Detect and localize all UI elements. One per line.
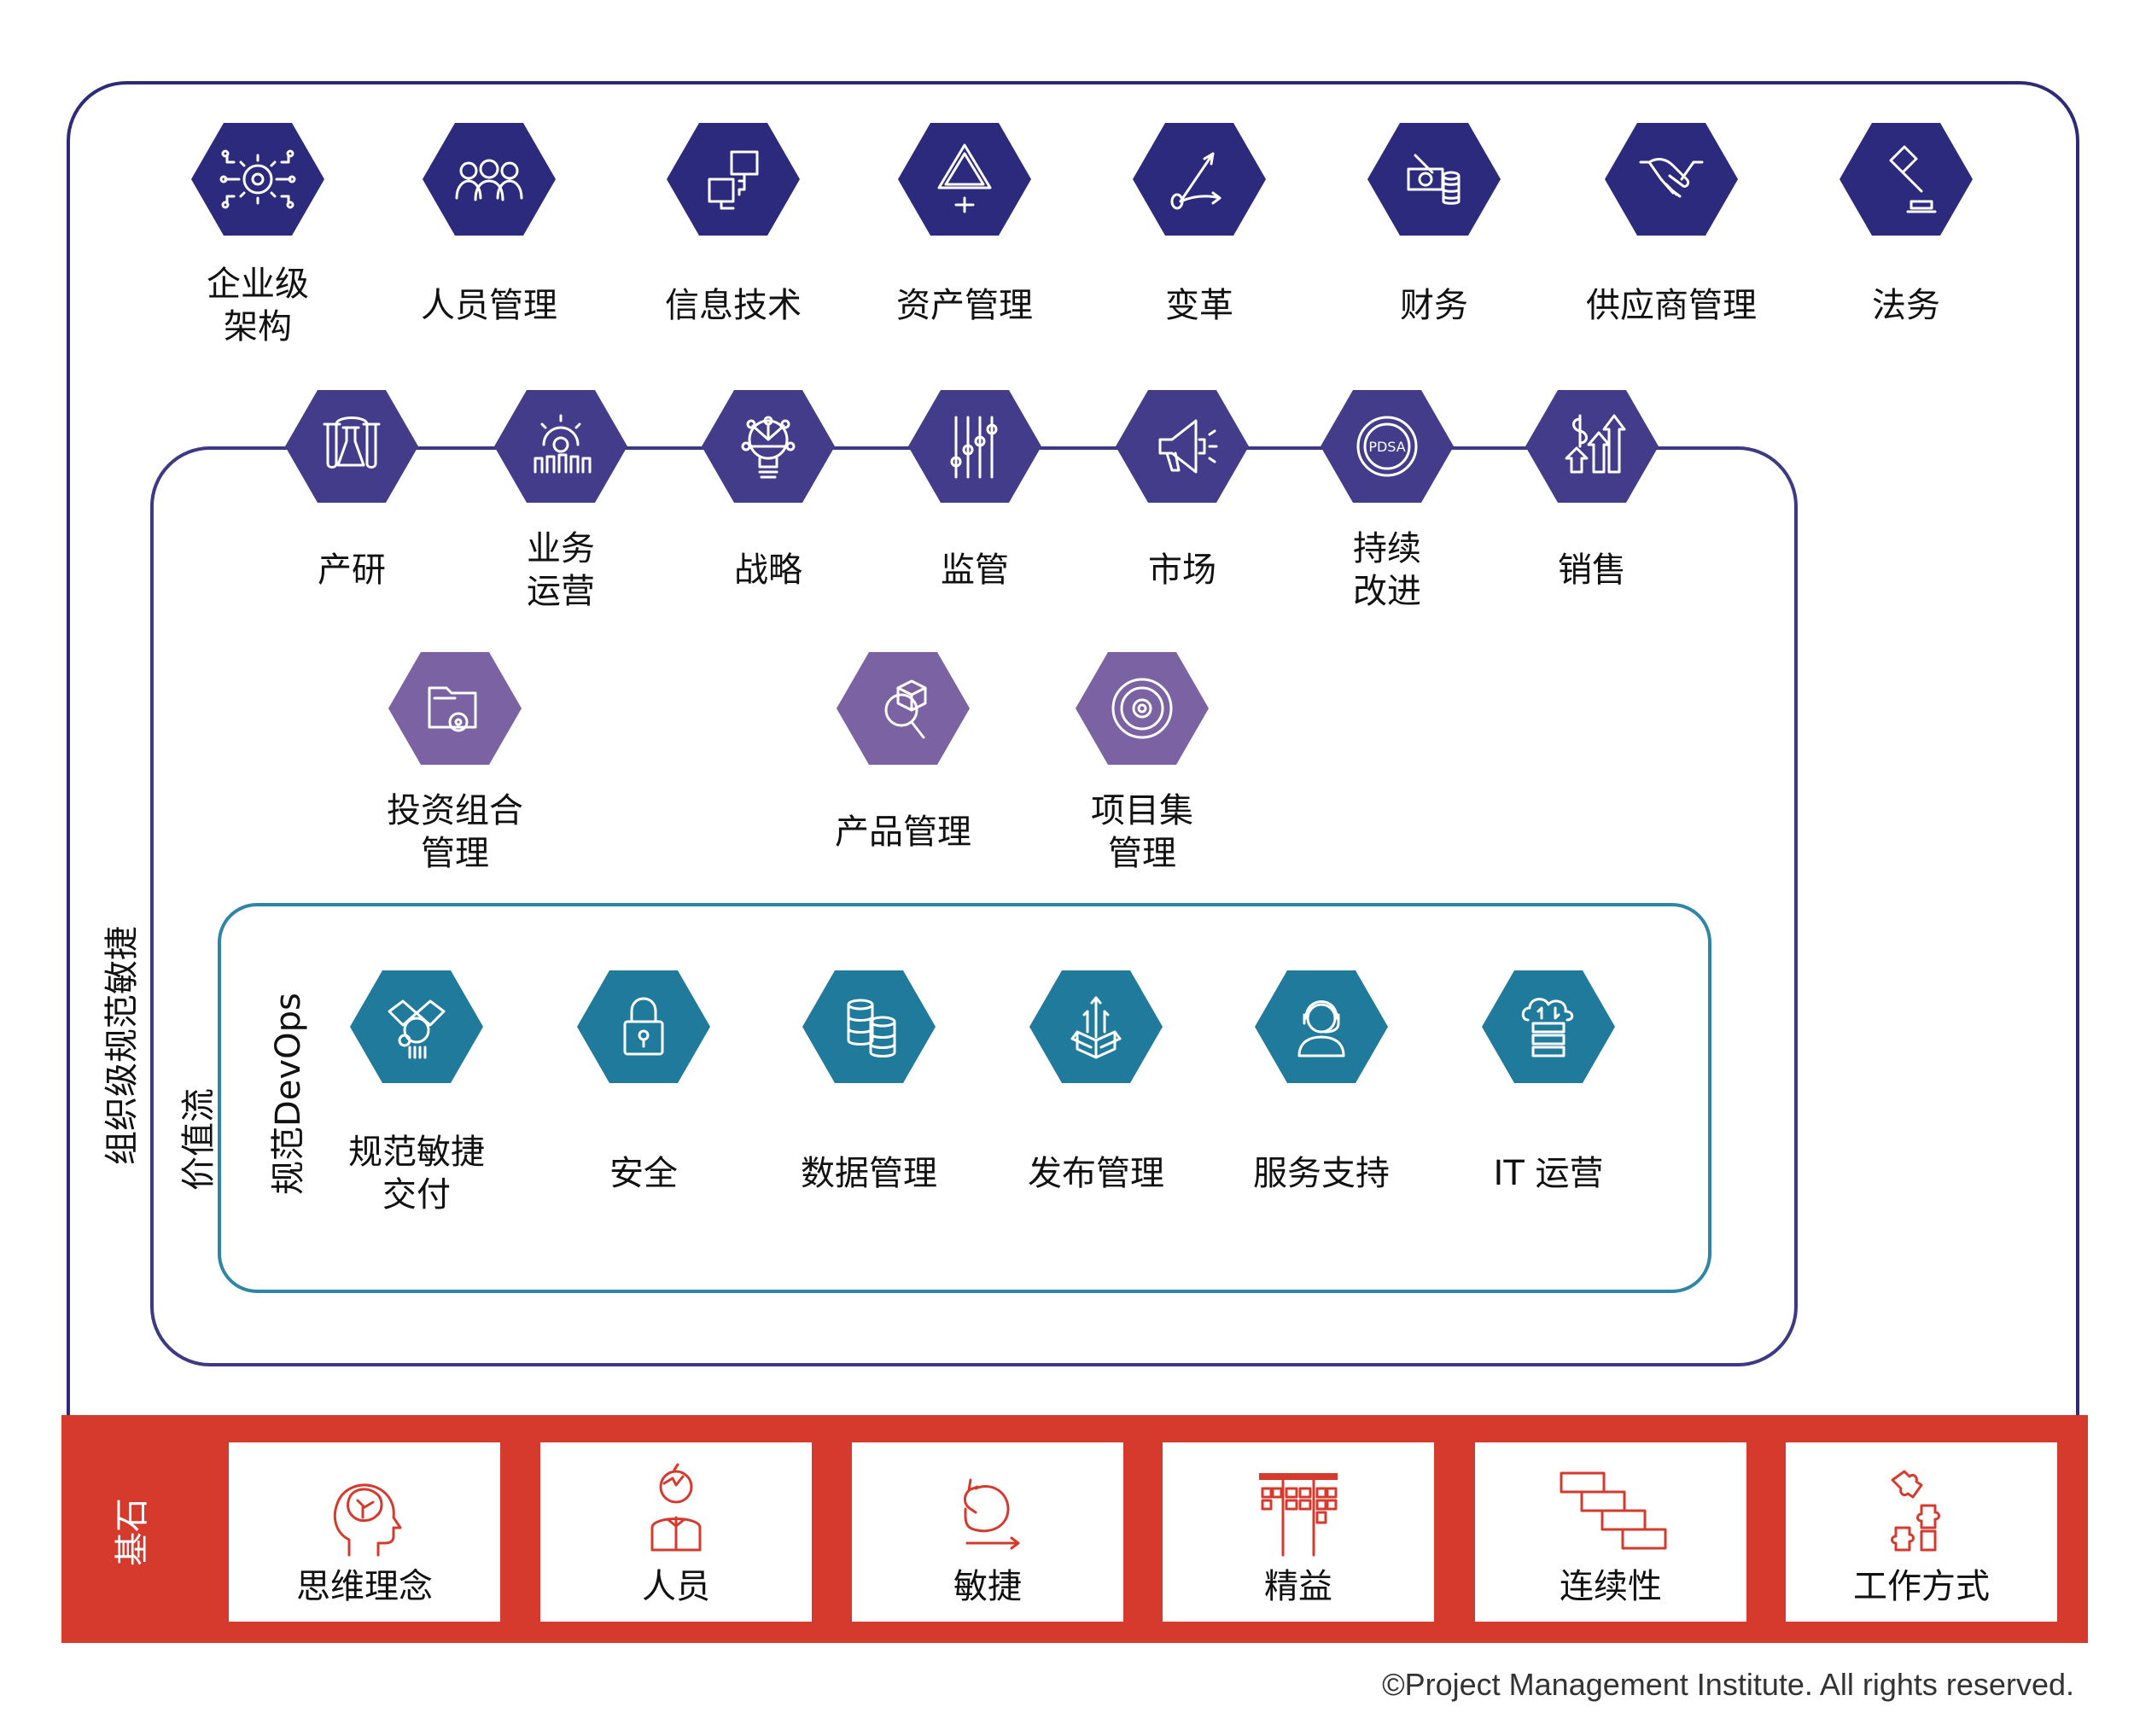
foundation-card-2: 敏捷: [852, 1442, 1123, 1622]
kanban-board-icon: [1259, 1473, 1338, 1557]
enterprise_row-label-7: 法务: [1872, 286, 1940, 325]
value_stream_row-hex-6: [1524, 387, 1660, 506]
enterprise_row-label-6: 供应商管理: [1586, 286, 1757, 325]
devops_row-label-5: IT 运营: [1493, 1154, 1604, 1193]
padlock-icon: [577, 970, 710, 1083]
headset-agent-icon: [1255, 970, 1388, 1083]
enterprise_row-hex-0: [189, 119, 326, 239]
value-stream-title: 价值流: [179, 1088, 219, 1191]
database-icon: [802, 970, 936, 1083]
foundation-card-0: 思维理念: [229, 1442, 500, 1622]
value_stream_row-hex-4: [1114, 387, 1251, 506]
enterprise_row-label-3: 资产管理: [896, 286, 1033, 325]
management_row-label-0: 投资组合 管理: [387, 791, 523, 873]
sliders-icon: [908, 390, 1041, 503]
foundation-card-3: 精益: [1163, 1442, 1434, 1622]
enterprise_row-label-1: 人员管理: [421, 286, 557, 325]
foundation-card-4: 连续性: [1475, 1442, 1746, 1622]
foundation-card-1: 人员: [540, 1442, 812, 1622]
foundation-title: 基石: [113, 1498, 152, 1566]
value_stream_row-hex-1: [493, 387, 629, 506]
management_row-hex-0: [387, 649, 523, 768]
enterprise_row-hex-6: [1603, 119, 1740, 239]
devops-title: 规范DevOps: [269, 993, 308, 1195]
foundation-card-label: 人员: [642, 1567, 710, 1606]
foundation-card-label: 工作方式: [1853, 1567, 1990, 1606]
foundation-card-label: 思维理念: [296, 1567, 433, 1606]
devops_row-hex-1: [575, 967, 712, 1086]
change-arrows-icon: [1133, 123, 1266, 236]
copyright-notice: ©Project Management Institute. All right…: [1382, 1667, 2074, 1702]
devops_row-label-2: 数据管理: [801, 1154, 937, 1193]
pdsa-cycle-icon: PDSA: [1321, 390, 1454, 503]
brain-head-icon: [333, 1483, 402, 1557]
devops_row-label-4: 服务支持: [1253, 1154, 1390, 1193]
value_stream_row-label-3: 监管: [941, 551, 1009, 590]
value_stream_row-label-6: 销售: [1558, 551, 1626, 590]
devops_row-label-1: 安全: [609, 1154, 678, 1193]
enterprise_row-hex-3: [896, 119, 1033, 239]
gear-team-icon: [494, 390, 627, 503]
value_stream_row-label-4: 市场: [1148, 551, 1216, 590]
management_row-label-2: 项目集 管理: [1091, 791, 1193, 873]
enterprise_row-hex-7: [1838, 119, 1974, 239]
lightbulb-network-icon: [702, 390, 835, 503]
devops_row-hex-5: [1480, 967, 1617, 1086]
gear-cycle-icon: [1076, 652, 1209, 765]
dollar-growth-icon: [1525, 390, 1659, 503]
value_stream_row-label-0: 产研: [318, 551, 386, 590]
computers-icon: [667, 123, 800, 236]
devops_row-hex-4: [1253, 967, 1390, 1086]
devops-frame: [218, 903, 1711, 1293]
recycle-icon: [898, 123, 1031, 236]
box-search-icon: [837, 652, 970, 765]
foundation-card-label: 精益: [1264, 1567, 1332, 1606]
foundation-card-label: 连续性: [1560, 1567, 1662, 1606]
enterprise_row-label-4: 变革: [1165, 286, 1233, 325]
value_stream_row-hex-2: [700, 387, 837, 506]
value_stream_row-label-5: 持续 改进: [1353, 529, 1421, 611]
foundation-card-label: 敏捷: [953, 1567, 1022, 1606]
value_stream_row-hex-5: PDSA: [1319, 387, 1455, 506]
management_row-hex-1: [835, 649, 971, 768]
enterprise_row-hex-1: [421, 119, 557, 239]
enterprise-agility-frame: [67, 81, 2079, 1447]
agile-loop-icon: [964, 1478, 1020, 1550]
value_stream_row-hex-0: [283, 387, 420, 506]
value_stream_row-hex-3: [907, 387, 1043, 506]
devops_row-hex-3: [1028, 967, 1164, 1086]
devops_row-label-0: 规范敏捷 交付: [348, 1133, 485, 1215]
pdsa-text: PDSA: [1368, 439, 1405, 455]
puzzle-icon: [1891, 1470, 1940, 1552]
enterprise_row-label-0: 企业级 架构: [207, 265, 309, 347]
folder-gear-icon: [388, 652, 522, 765]
foundation-card-5: 工作方式: [1786, 1442, 2057, 1622]
money-coins-icon: [1367, 123, 1501, 236]
gear-network-icon: [191, 123, 324, 236]
handshake-icon: [1605, 123, 1738, 236]
value_stream_row-label-2: 战略: [734, 551, 802, 590]
value_stream_row-label-1: 业务 运营: [527, 529, 595, 611]
enterprise_row-hex-5: [1366, 119, 1502, 239]
gavel-icon: [1840, 123, 1973, 236]
enterprise_row-hex-2: [665, 119, 802, 239]
devops_row-hex-2: [801, 967, 937, 1086]
enterprise_row-label-2: 信息技术: [665, 286, 802, 325]
management_row-label-1: 产品管理: [835, 813, 971, 852]
enterprise-agility-title: 组织级规范敏捷: [102, 926, 142, 1165]
stair-steps-icon: [1560, 1471, 1667, 1550]
cloud-server-icon: [1482, 970, 1615, 1083]
engine-icon: [350, 970, 483, 1083]
people-group-icon: [423, 123, 556, 236]
lab-flask-icon: [285, 390, 418, 503]
megaphone-icon: [1116, 390, 1249, 503]
enterprise_row-label-5: 财务: [1400, 286, 1468, 325]
box-arrows-icon: [1029, 970, 1163, 1083]
management_row-hex-2: [1074, 649, 1210, 768]
devops_row-hex-0: [348, 967, 485, 1086]
person-icon: [650, 1463, 702, 1552]
enterprise_row-hex-4: [1131, 119, 1268, 239]
devops_row-label-3: 发布管理: [1028, 1154, 1164, 1193]
